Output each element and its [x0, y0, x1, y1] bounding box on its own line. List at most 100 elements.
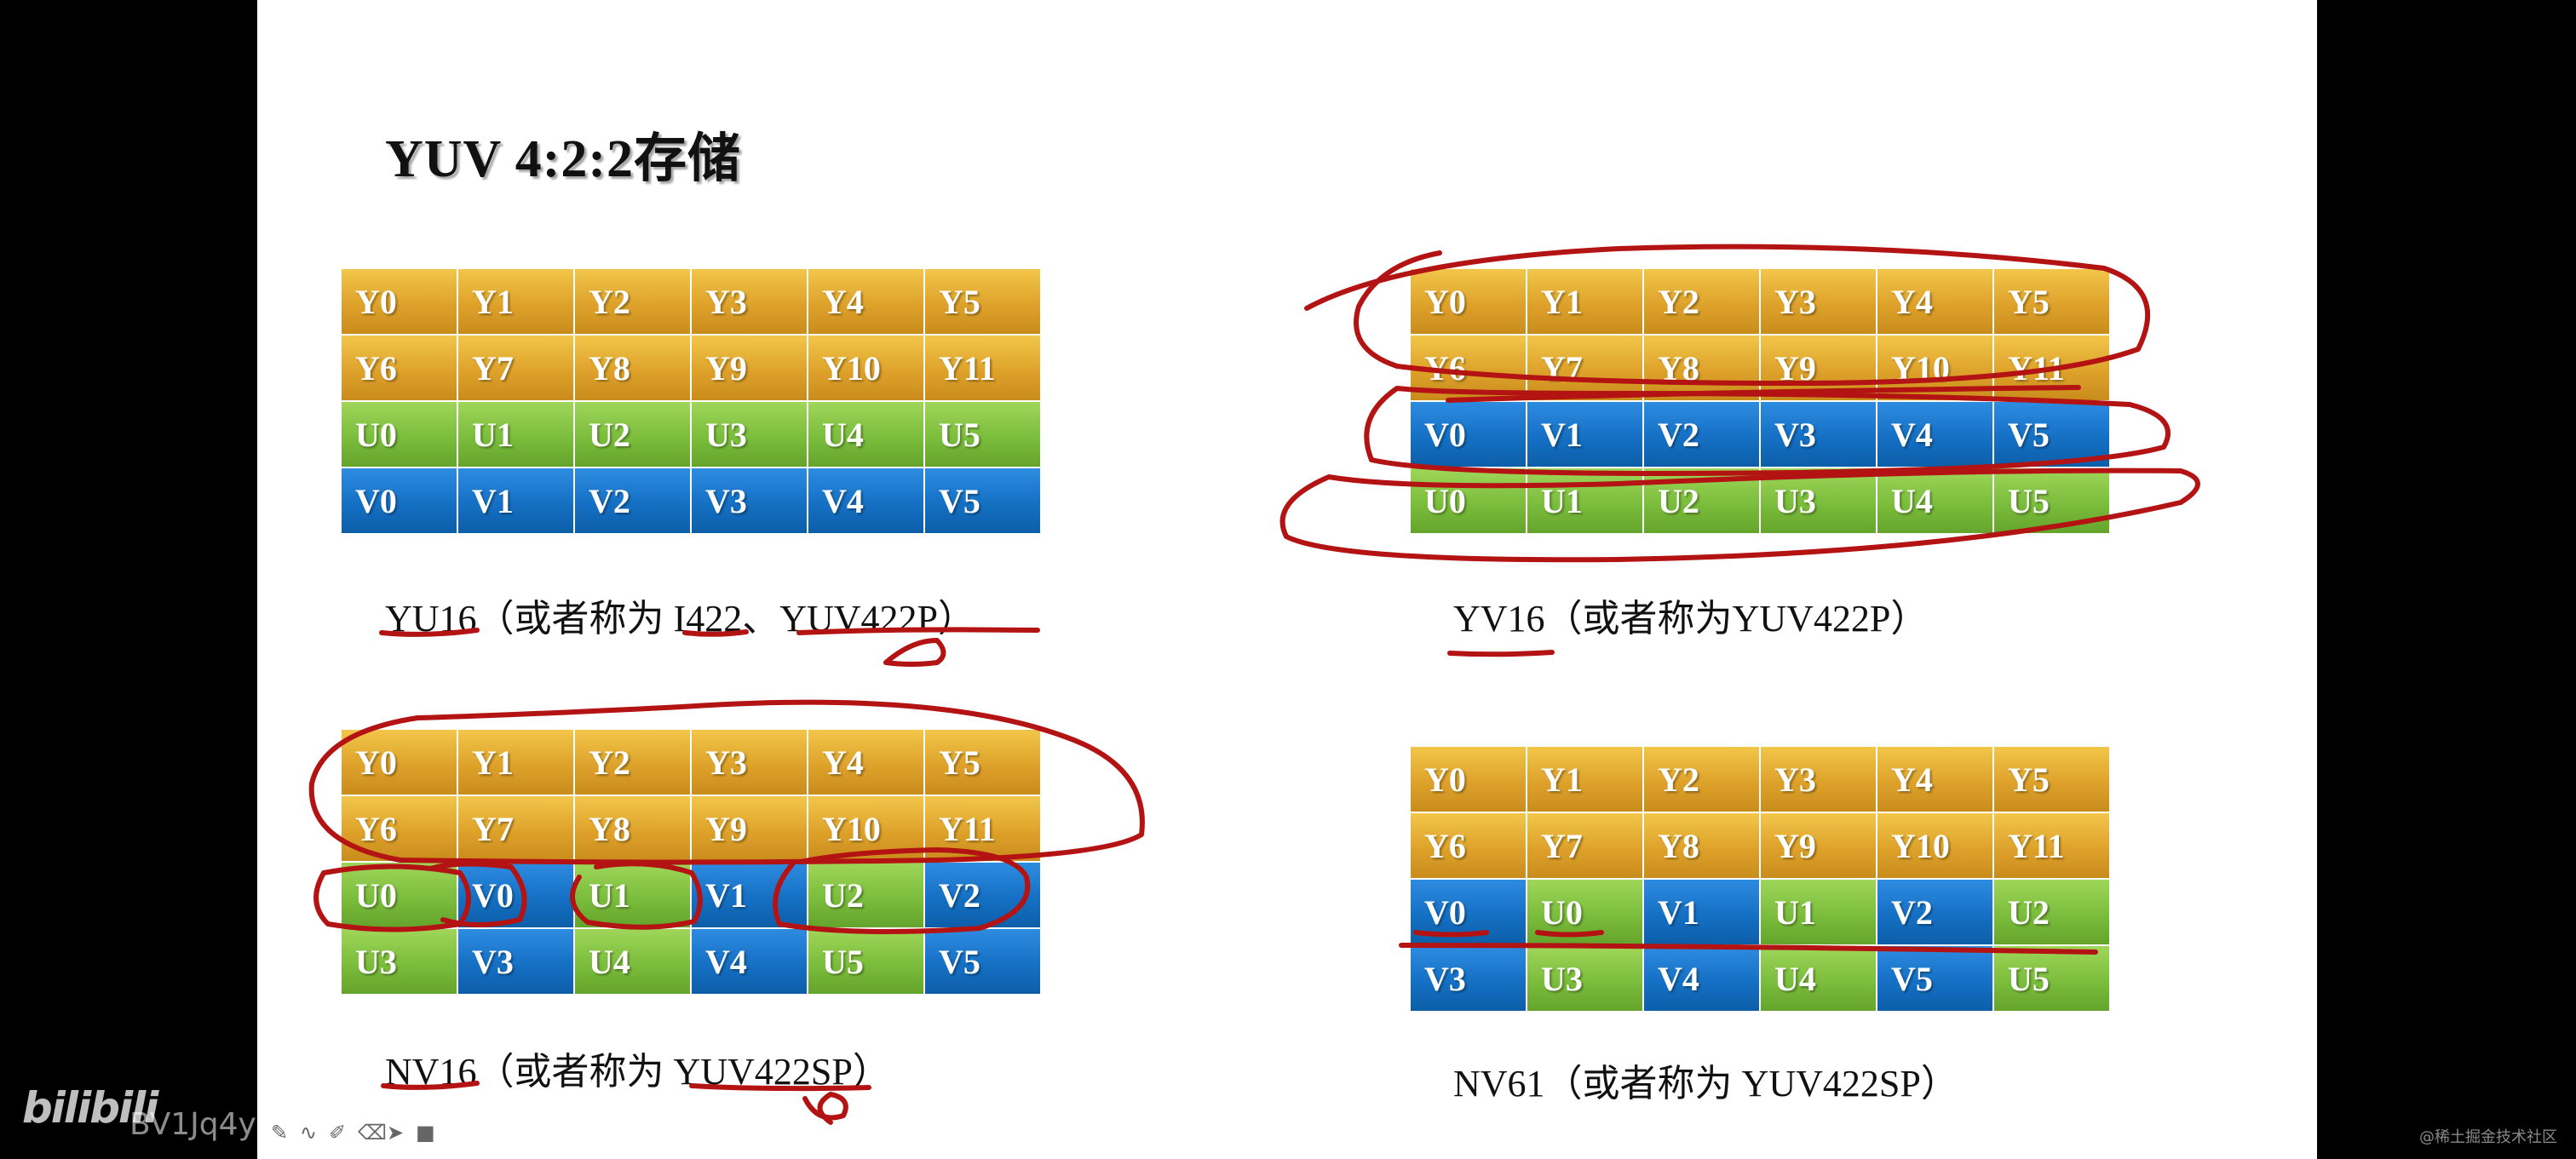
grid-cell: U3	[342, 929, 458, 995]
grid-cell: U3	[1761, 468, 1877, 535]
grid-cell: Y1	[458, 269, 575, 336]
grid-cell: V5	[925, 468, 1042, 535]
grid-cell: Y1	[458, 730, 575, 796]
grid-cell: V2	[925, 863, 1042, 929]
camera-icon[interactable]: ■	[416, 1121, 435, 1145]
grid-cell: Y3	[1761, 747, 1877, 813]
grid-cell: V2	[575, 468, 692, 535]
grid-cell: Y6	[342, 336, 458, 402]
grid-cell: Y11	[925, 796, 1042, 863]
grid-cell: Y3	[1761, 269, 1877, 336]
grid-cell: V0	[342, 468, 458, 535]
grid-cell: U0	[1411, 468, 1527, 535]
grid-cell: Y6	[342, 796, 458, 863]
grid-cell: Y7	[1527, 813, 1644, 880]
grid-cell: V5	[1994, 402, 2111, 468]
grid-cell: V4	[808, 468, 925, 535]
grid-cell: U1	[1527, 468, 1644, 535]
marker-icon[interactable]: ✐	[329, 1121, 347, 1145]
grid-cell: Y11	[1994, 813, 2111, 880]
grid-cell: Y10	[808, 336, 925, 402]
grid-cell: V4	[692, 929, 808, 995]
grid-cell: V3	[1761, 402, 1877, 468]
grid-cell: Y7	[458, 336, 575, 402]
grid-cell: V3	[1411, 946, 1527, 1013]
grid-cell: Y3	[692, 730, 808, 796]
grid-cell: Y7	[458, 796, 575, 863]
grid-cell: U1	[575, 863, 692, 929]
grid-cell: V1	[1527, 402, 1644, 468]
pointer-icon[interactable]: ➤	[387, 1121, 405, 1145]
grid-cell: V5	[1877, 946, 1994, 1013]
grid-cell: Y4	[1877, 747, 1994, 813]
grid-cell: U0	[1527, 880, 1644, 946]
grid-cell: U4	[575, 929, 692, 995]
grid-cell: Y4	[1877, 269, 1994, 336]
grid-cell: Y10	[1877, 336, 1994, 402]
grid-cell: U4	[1761, 946, 1877, 1013]
grid-cell: V4	[1877, 402, 1994, 468]
pen-icon[interactable]: ✎	[271, 1121, 289, 1145]
grid-cell: Y1	[1527, 269, 1644, 336]
grid-cell: U5	[808, 929, 925, 995]
grid-cell: V0	[1411, 402, 1527, 468]
grid-cell: Y5	[1994, 747, 2111, 813]
bilibili-logo: bilibili	[22, 1083, 158, 1133]
grid-cell: Y9	[692, 796, 808, 863]
grid-cell: V0	[1411, 880, 1527, 946]
yu16-caption: YU16（或者称为 I422、YUV422P）	[385, 598, 975, 640]
grid-cell: U0	[342, 863, 458, 929]
grid-cell: Y8	[1644, 813, 1761, 880]
grid-cell: Y2	[575, 269, 692, 336]
grid-cell: U2	[808, 863, 925, 929]
grid-cell: Y8	[1644, 336, 1761, 402]
yv16-caption: YV16（或者称为YUV422P）	[1453, 598, 1929, 640]
grid-cell: V3	[692, 468, 808, 535]
grid-cell: Y11	[925, 336, 1042, 402]
grid-cell: V4	[1644, 946, 1761, 1013]
eraser-icon[interactable]: ⌫	[358, 1121, 387, 1145]
grid-cell: Y0	[342, 730, 458, 796]
watermark: @稀土掘金技术社区	[2419, 1128, 2557, 1146]
grid-cell: V1	[692, 863, 808, 929]
grid-cell: U4	[808, 402, 925, 468]
grid-cell: U2	[575, 402, 692, 468]
grid-cell: Y0	[1411, 269, 1527, 336]
grid-cell: Y2	[575, 730, 692, 796]
grid-cell: V2	[1644, 402, 1761, 468]
grid-cell: V5	[925, 929, 1042, 995]
grid-cell: Y8	[575, 336, 692, 402]
grid-cell: Y5	[1994, 269, 2111, 336]
curve-icon[interactable]: ∿	[300, 1121, 318, 1145]
grid-cell: U4	[1877, 468, 1994, 535]
slide-title: YUV 4:2:2存储	[385, 130, 741, 188]
grid-cell: Y10	[1877, 813, 1994, 880]
grid-cell: Y4	[808, 269, 925, 336]
grid-cell: Y0	[1411, 747, 1527, 813]
grid-cell: Y7	[1527, 336, 1644, 402]
nv61-caption: NV61（或者称为 YUV422SP）	[1453, 1063, 1958, 1104]
grid-cell: Y6	[1411, 336, 1527, 402]
grid-cell: V2	[1877, 880, 1994, 946]
grid-cell: V1	[1644, 880, 1761, 946]
grid-cell: U5	[1994, 946, 2111, 1013]
nv16-caption: NV16（或者称为 YUV422SP）	[385, 1051, 890, 1093]
grid-cell: Y2	[1644, 269, 1761, 336]
grid-cell: Y10	[808, 796, 925, 863]
grid-cell: V1	[458, 468, 575, 535]
grid-cell: U2	[1994, 880, 2111, 946]
grid-cell: V3	[458, 929, 575, 995]
grid-cell: V0	[458, 863, 575, 929]
grid-cell: Y2	[1644, 747, 1761, 813]
grid-cell: Y9	[1761, 336, 1877, 402]
grid-cell: U1	[458, 402, 575, 468]
grid-cell: Y6	[1411, 813, 1527, 880]
grid-cell: U0	[342, 402, 458, 468]
grid-cell: Y3	[692, 269, 808, 336]
grid-cell: Y8	[575, 796, 692, 863]
